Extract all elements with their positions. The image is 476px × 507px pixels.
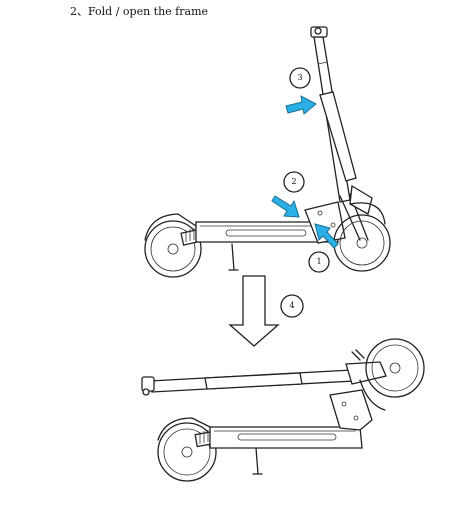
arrow-step-3-icon [285, 95, 317, 115]
arrow-step-2-icon [271, 195, 300, 218]
arrow-step-1-icon [314, 223, 339, 249]
svg-text:4: 4 [289, 301, 294, 310]
step-2-marker: 2 [283, 171, 305, 193]
step-1-marker: 1 [308, 251, 330, 273]
folded-scooter-illustration [141, 338, 425, 482]
section-heading: 2、Fold / open the frame [70, 5, 209, 18]
step-3-marker: 3 [289, 67, 311, 89]
svg-text:3: 3 [297, 73, 302, 82]
unfolded-scooter-illustration [144, 26, 391, 278]
svg-text:2: 2 [291, 177, 296, 186]
svg-text:1: 1 [316, 257, 321, 266]
step-4-marker: 4 [280, 294, 304, 318]
down-arrow-icon [228, 275, 280, 347]
